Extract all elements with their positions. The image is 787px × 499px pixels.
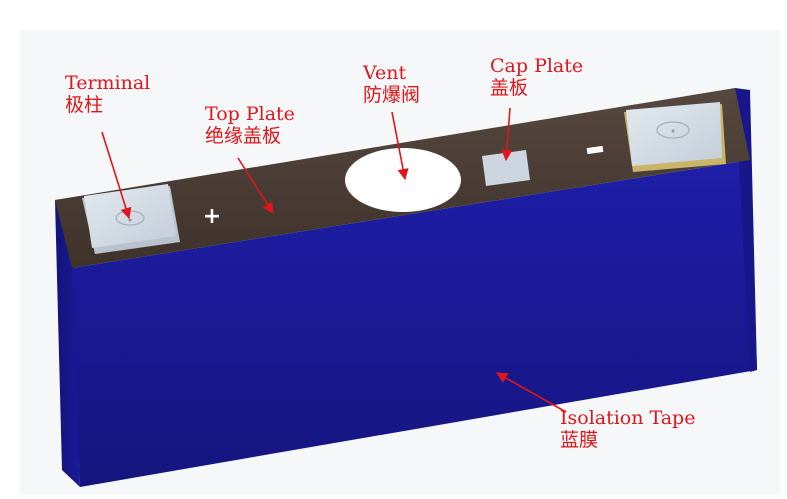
cap-plate-marker (482, 150, 530, 186)
label-isolation-tape-en: Isolation Tape (560, 407, 696, 429)
label-top-plate: Top Plate 绝缘盖板 (205, 103, 295, 147)
label-isolation-tape-zh: 蓝膜 (560, 429, 599, 451)
label-cap-plate: Cap Plate 盖板 (490, 55, 583, 99)
terminal-positive (82, 184, 180, 254)
top-plate-arrow (237, 157, 274, 214)
isolation-tape-arrow (496, 372, 567, 413)
label-vent-zh: 防爆阀 (363, 84, 421, 106)
label-terminal: Terminal 极柱 (65, 72, 150, 116)
terminal-negative (624, 102, 726, 172)
cap-plate-arrow (501, 107, 513, 162)
label-vent: Vent 防爆阀 (363, 62, 420, 106)
isolation-tape-face (72, 160, 757, 487)
label-terminal-zh: 极柱 (65, 94, 104, 116)
vent-arrow (391, 111, 409, 181)
terminal-arrow (101, 131, 132, 220)
negative-symbol (586, 145, 604, 155)
label-top-plate-zh: 绝缘盖板 (205, 125, 282, 147)
label-isolation-tape: Isolation Tape 蓝膜 (560, 407, 695, 451)
label-cap-plate-zh: 盖板 (490, 77, 529, 99)
vent (345, 148, 461, 212)
positive-symbol: + (203, 204, 221, 229)
label-vent-en: Vent (363, 62, 407, 84)
label-terminal-en: Terminal (65, 72, 151, 94)
label-top-plate-en: Top Plate (205, 103, 295, 125)
label-cap-plate-en: Cap Plate (490, 55, 584, 77)
